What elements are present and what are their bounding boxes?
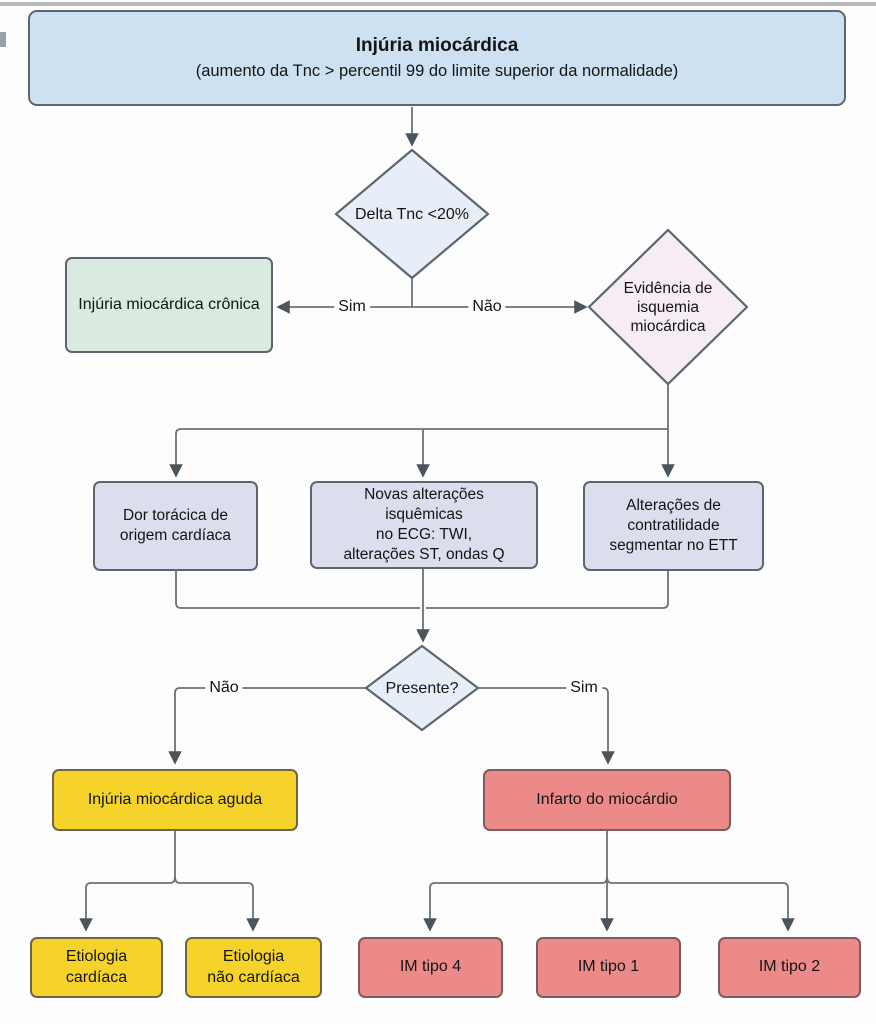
- infarction-label: Infarto do miocárdio: [536, 790, 678, 808]
- im-type2-label: IM tipo 2: [758, 958, 821, 976]
- edge-infarct-to-im4: [423, 876, 608, 932]
- edge-chestpain-merge: [175, 571, 420, 609]
- etiology-noncardiac-line-2: não cardíaca: [207, 968, 300, 986]
- screenshot-edge-artifact-top: [0, 2, 876, 6]
- acute-injury-box: Injúria miocárdica aguda: [52, 769, 298, 831]
- edge-label-present-sim: Sim: [566, 679, 602, 697]
- present-label: Presente?: [385, 680, 459, 698]
- chronic-injury-label: Injúria miocárdica crônica: [78, 295, 260, 313]
- edge-acute-to-noncardiac: [174, 876, 260, 932]
- etiology-cardiac-line-2: cardíaca: [65, 968, 128, 986]
- edge-infarct-to-im2: [606, 876, 795, 932]
- etiology-noncardiac-line-1: Etiologia: [222, 948, 285, 966]
- ischemia-evidence-label: Evidência de isquemia miocárdica: [593, 279, 743, 337]
- delta-tnc-diamond: [334, 148, 490, 280]
- ett-line-2: contratilidade: [627, 517, 720, 535]
- edge-present-yes: [478, 687, 615, 765]
- acute-injury-label: Injúria miocárdica aguda: [87, 790, 263, 808]
- etiology-cardiac-line-1: Etiologia: [65, 948, 128, 966]
- edge-acute-to-cardiac: [79, 876, 176, 932]
- root-subtitle: (aumento da Tnc > percentil 99 do limite…: [195, 62, 679, 81]
- ett-line-3: segmentar no ETT: [609, 536, 738, 554]
- chest-pain-line-1: Dor torácica de: [122, 507, 229, 525]
- criteria-chest-pain-box: Dor torácica de origem cardíaca: [93, 481, 258, 571]
- etiology-noncardiac-box: Etiologia não cardíaca: [185, 937, 322, 998]
- criteria-ecg-box: Novas alterações isquêmicas no ECG: TWI,…: [310, 481, 538, 569]
- root-box-myocardial-injury: Injúria miocárdica (aumento da Tnc > per…: [28, 10, 846, 106]
- ischemia-line-1: Evidência de: [623, 280, 713, 298]
- present-diamond: [364, 644, 480, 732]
- im-type1-box: IM tipo 1: [536, 937, 681, 998]
- chronic-injury-box: Injúria miocárdica crônica: [65, 257, 273, 353]
- etiology-cardiac-box: Etiologia cardíaca: [30, 937, 163, 998]
- ecg-line-3: no ECG: TWI,: [375, 526, 473, 543]
- screenshot-edge-artifact-left: [0, 32, 6, 47]
- edge-label-delta-sim: Sim: [334, 298, 370, 316]
- criteria-ett-box: Alterações de contratilidade segmentar n…: [583, 481, 764, 571]
- delta-tnc-label: Delta Tnc <20%: [355, 206, 469, 224]
- ischemia-line-2: isquemia: [636, 299, 700, 317]
- edge-present-no: [168, 687, 366, 765]
- ischemia-line-3: miocárdica: [630, 318, 706, 336]
- ecg-line-2: isquêmicas: [385, 506, 463, 524]
- ischemia-evidence-diamond: [587, 228, 749, 386]
- ett-line-1: Alterações de: [626, 497, 721, 515]
- chest-pain-line-2: origem cardíaca: [119, 527, 232, 544]
- edge-ischemia-to-chestpain: [169, 428, 668, 478]
- root-title: Injúria miocárdica: [355, 34, 519, 56]
- im-type1-label: IM tipo 1: [577, 958, 640, 976]
- im-type4-label: IM tipo 4: [399, 958, 462, 976]
- edge-label-delta-nao: Não: [468, 298, 506, 316]
- edge-ett-merge: [426, 571, 669, 609]
- im-type4-box: IM tipo 4: [358, 937, 503, 998]
- ecg-line-1: Novas alterações: [364, 486, 484, 504]
- infarction-box: Infarto do miocárdio: [483, 769, 731, 831]
- ecg-line-4: alterações ST, ondas Q: [343, 545, 505, 563]
- im-type2-box: IM tipo 2: [718, 937, 861, 998]
- edge-label-present-nao: Não: [205, 679, 243, 697]
